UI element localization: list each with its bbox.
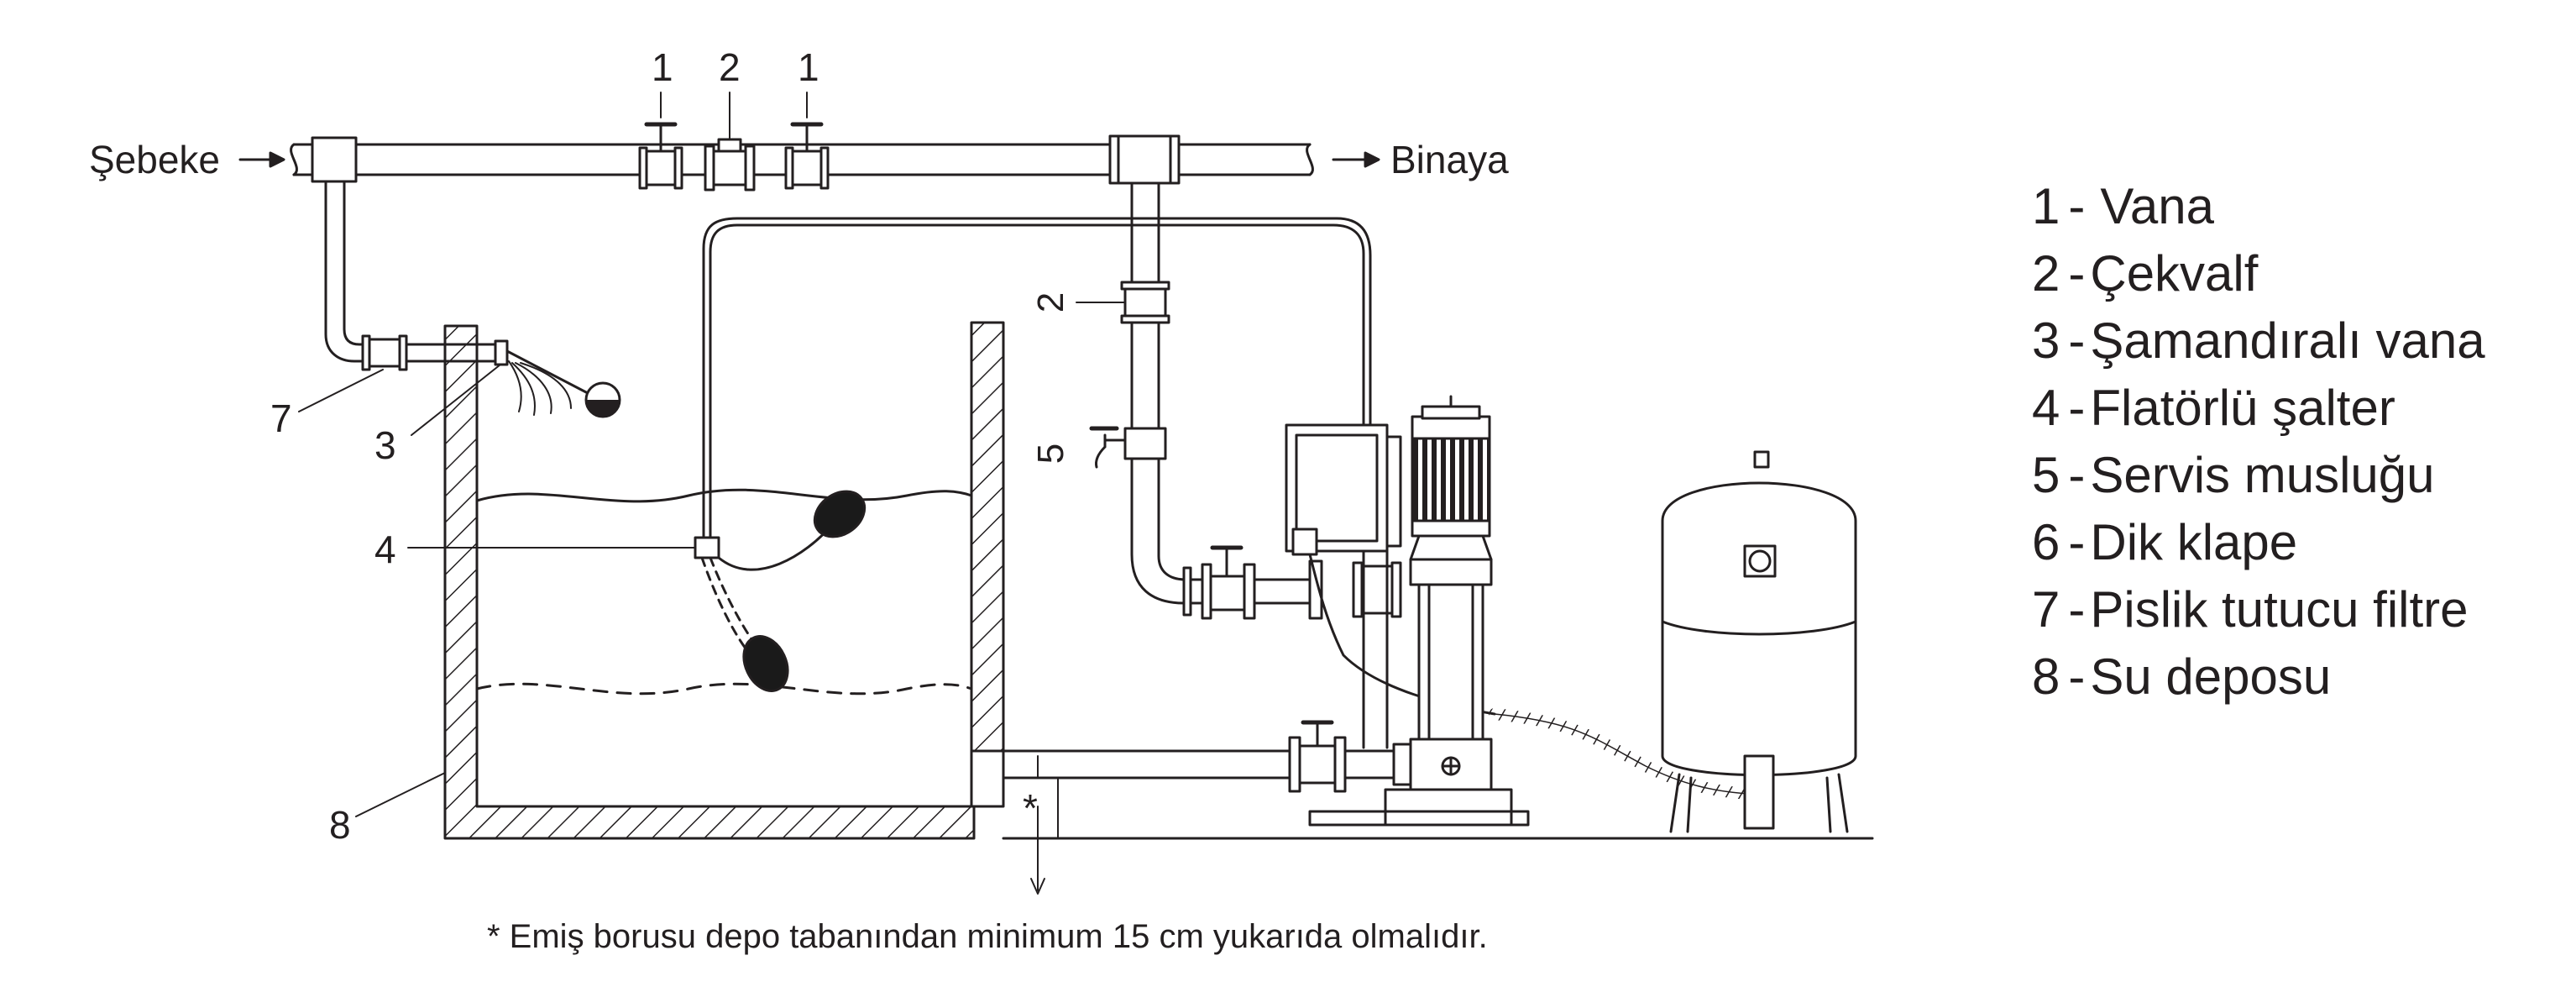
discharge-riser — [1089, 181, 1402, 620]
strainer-filter — [368, 338, 401, 368]
callout-check-valve-side: 2 — [1030, 292, 1071, 312]
pipe-break-left — [290, 143, 298, 176]
pressure-vessel — [1661, 450, 1857, 833]
callout-tank: 8 — [329, 803, 351, 847]
vertical-pump — [1308, 395, 1530, 827]
legend-item: 6-Dik klape — [2032, 514, 2297, 570]
vessel-body — [1661, 481, 1857, 776]
tank-wall-right — [970, 321, 1005, 753]
float-valve-body — [494, 339, 509, 366]
water-tank — [443, 321, 1005, 840]
pump-motor — [1411, 435, 1491, 522]
callout-float-switch: 4 — [374, 528, 396, 571]
outlet-label: Binaya — [1390, 138, 1509, 181]
leader-lines — [298, 92, 1126, 817]
tank-outlet-opening — [970, 749, 1005, 808]
legend-item: 4-Flatörlü şalter — [2032, 380, 2395, 436]
callout-strainer: 7 — [270, 396, 292, 440]
tank-feed-pipe — [324, 180, 589, 416]
legend: 1-Vana 2-Çekvalf 3-Şamandıralı vana 4-Fl… — [2032, 178, 2485, 705]
water-level-low — [475, 682, 973, 696]
legend-item: 3-Şamandıralı vana — [2032, 312, 2485, 369]
callout-service-tap: 5 — [1030, 444, 1071, 464]
water-spray — [508, 360, 572, 416]
footnote: * Emiş borusu depo tabanından minimum 15… — [487, 918, 1488, 955]
legend-item: 8-Su deposu — [2032, 648, 2331, 705]
legend-item: 7-Pislik tutucu filtre — [2032, 581, 2469, 638]
service-tap — [1095, 433, 1127, 469]
legend-item: 2-Çekvalf — [2032, 245, 2259, 302]
pipe-break-right — [1306, 143, 1314, 176]
inlet-label: Şebeke — [89, 138, 220, 181]
check-valve-top — [704, 138, 756, 192]
water-level-high — [475, 488, 973, 503]
legend-item: 1-Vana — [2032, 178, 2215, 234]
check-valve-side — [1123, 284, 1167, 321]
legend-item: 5-Servis musluğu — [2032, 447, 2435, 503]
valve-1-left — [638, 122, 683, 190]
callout-valve-left: 1 — [652, 45, 673, 89]
valve-1-right — [784, 122, 830, 190]
callout-valve-right: 1 — [798, 45, 819, 89]
flow-arrows — [238, 151, 1380, 168]
callout-float-valve: 3 — [374, 423, 396, 467]
suction-pipe — [1002, 720, 1412, 793]
callout-check-valve-top: 2 — [719, 45, 741, 89]
float-switch — [694, 217, 1372, 692]
control-box — [1285, 423, 1496, 749]
callout-clearance: * — [1023, 786, 1038, 830]
main-supply-pipe — [290, 134, 1314, 185]
clearance-dimension — [1003, 755, 1076, 895]
